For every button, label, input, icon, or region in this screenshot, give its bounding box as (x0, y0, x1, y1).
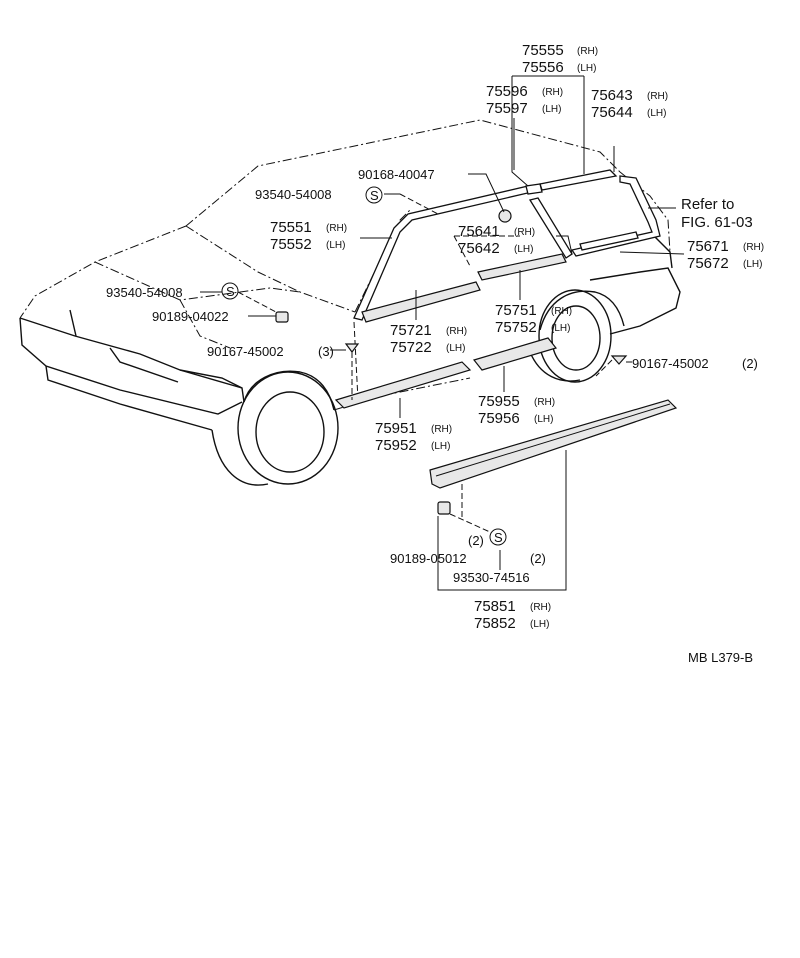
screw-icon (498, 209, 512, 223)
part-number: 93540-54008 (106, 285, 183, 300)
side-label: (LH) (577, 63, 596, 74)
part-number: 75596 (486, 83, 528, 100)
sealant-icon (489, 528, 507, 546)
part-number: 75851 (474, 598, 516, 615)
sealant-mark-label: S (370, 188, 379, 203)
part-number: 75641 (458, 223, 500, 240)
part-number: 90167-45002 (632, 356, 709, 371)
side-label: (LH) (514, 244, 533, 255)
sealant-icon (365, 186, 383, 204)
side-label: (LH) (534, 414, 553, 425)
side-label: (LH) (647, 108, 666, 119)
sealant-marks: S S S (221, 186, 507, 546)
part-number: 93540-54008 (255, 187, 332, 202)
side-label: (RH) (514, 227, 535, 238)
part-number: 93530-74516 (453, 570, 530, 585)
side-label: (LH) (431, 441, 450, 452)
side-label: (RH) (542, 87, 563, 98)
clip-icon (275, 311, 289, 323)
part-number: 75643 (591, 87, 633, 104)
clip-icon (437, 501, 451, 515)
sealant-mark-label: S (226, 284, 235, 299)
part-number: 90167-45002 (207, 344, 284, 359)
rear-door-lower-molding (472, 337, 558, 371)
part-number: 75955 (478, 393, 520, 410)
leader-lines (200, 75, 685, 591)
part-number: 75956 (478, 410, 520, 427)
part-number: 90189-05012 (390, 551, 467, 566)
part-number: 75951 (375, 420, 417, 437)
part-number: 75556 (522, 59, 564, 76)
part-number: 90189-04022 (152, 309, 229, 324)
part-number: 75751 (495, 302, 537, 319)
side-label: (LH) (326, 240, 345, 251)
side-label: (RH) (431, 424, 452, 435)
front-door-belt-molding (361, 281, 481, 323)
reference-note: FIG. 61-03 (681, 214, 753, 231)
part-labels: 75555 (RH) 75556 (LH) 75596 (RH) 75597 (… (106, 42, 764, 665)
part-number: 75721 (390, 322, 432, 339)
part-number: 90168-40047 (358, 167, 435, 182)
side-label: (RH) (647, 91, 668, 102)
part-number: 75552 (270, 236, 312, 253)
fasteners (275, 209, 628, 515)
quantity-label: (2) (530, 551, 546, 566)
part-number: 75555 (522, 42, 564, 59)
side-label: (RH) (534, 397, 555, 408)
side-label: (LH) (542, 104, 561, 115)
clip-icon (610, 355, 628, 365)
part-number: 75671 (687, 238, 729, 255)
part-number: 75597 (486, 100, 528, 117)
quarter-belt-molding (579, 231, 639, 251)
sealant-mark-label: S (494, 530, 503, 545)
clip-icon (344, 343, 360, 353)
part-number: 75722 (390, 339, 432, 356)
rocker-panel-molding (429, 399, 678, 489)
side-label: (LH) (743, 259, 762, 270)
car-body-outline (19, 119, 681, 486)
part-number: 75752 (495, 319, 537, 336)
side-label: (RH) (326, 223, 347, 234)
side-label: (LH) (530, 619, 549, 630)
part-number: 75952 (375, 437, 417, 454)
roof-drip-molding (539, 169, 618, 191)
part-number: 75644 (591, 104, 633, 121)
side-label: (LH) (446, 343, 465, 354)
part-number: 75551 (270, 219, 312, 236)
diagram-code: MB L379-B (688, 650, 753, 665)
molding-parts (334, 169, 678, 489)
quantity-label: (3) (318, 344, 334, 359)
side-label: (RH) (530, 602, 551, 613)
center-pillar-molding (528, 197, 573, 259)
sealant-icon (221, 282, 239, 300)
part-number: 75672 (687, 255, 729, 272)
part-number: 75852 (474, 615, 516, 632)
quantity-label: (2) (468, 533, 484, 548)
front-door-lower-molding (334, 361, 472, 409)
rear-door-belt-molding (477, 253, 567, 281)
quantity-label: (2) (742, 356, 758, 371)
side-label: (RH) (743, 242, 764, 253)
side-label: (RH) (577, 46, 598, 57)
side-label: (LH) (551, 323, 570, 334)
side-label: (RH) (551, 306, 572, 317)
pillar-cap-molding (525, 183, 543, 195)
reference-note: Refer to (681, 196, 734, 213)
part-number: 75642 (458, 240, 500, 257)
side-label: (RH) (446, 326, 467, 337)
